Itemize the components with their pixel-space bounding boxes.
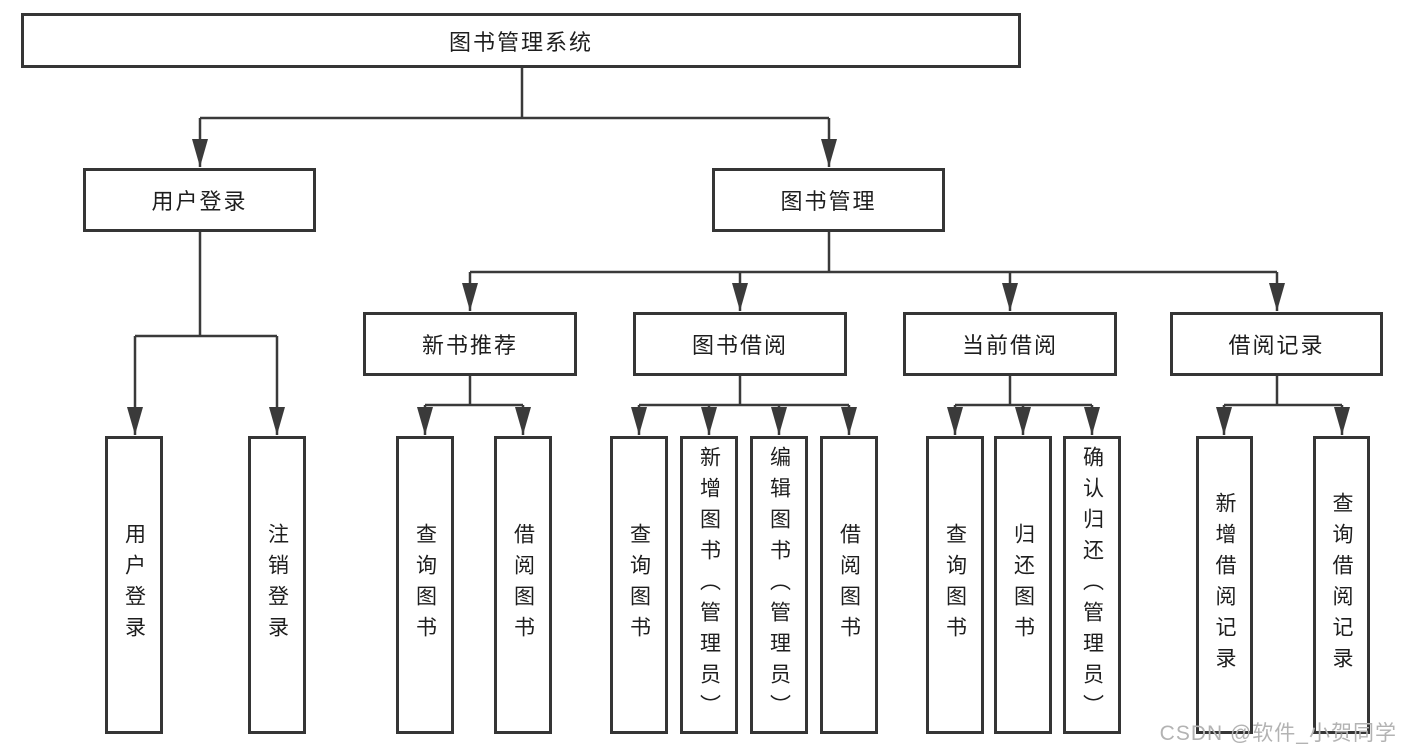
node-current-borrowing-label: 当前借阅 [961, 333, 1058, 358]
leaf-borrow-books-2: 借阅图书 [820, 436, 878, 734]
leaf-user-login: 用户登录 [105, 436, 163, 734]
leaf-query-books-1: 查询图书 [396, 436, 454, 734]
node-user-login-label: 用户登录 [151, 189, 248, 214]
leaf-user-login-label: 用户登录 [122, 523, 146, 647]
node-root: 图书管理系统 [21, 13, 1021, 68]
node-new-book-recommend: 新书推荐 [363, 312, 577, 376]
leaf-query-books-3-label: 查询图书 [943, 523, 967, 647]
node-new-book-recommend-label: 新书推荐 [421, 333, 518, 358]
csdn-watermark: CSDN @软件_小贺同学 [1159, 722, 1397, 745]
node-book-management-label: 图书管理 [780, 189, 877, 214]
leaf-query-books-2-label: 查询图书 [627, 523, 651, 647]
node-borrowing-records-label: 借阅记录 [1228, 333, 1325, 358]
leaf-logout: 注销登录 [248, 436, 306, 734]
leaf-add-book-admin: 新增图书（管理员） [680, 436, 738, 734]
leaf-query-borrow-record: 查询借阅记录 [1313, 436, 1370, 734]
leaf-add-borrow-record: 新增借阅记录 [1196, 436, 1253, 734]
connector-rails [135, 68, 1342, 407]
leaf-confirm-return-admin: 确认归还（管理员） [1063, 436, 1121, 734]
node-book-borrowing: 图书借阅 [633, 312, 847, 376]
node-user-login: 用户登录 [83, 168, 316, 232]
leaf-confirm-return-admin-label: 确认归还（管理员） [1080, 445, 1104, 725]
leaf-query-borrow-record-label: 查询借阅记录 [1330, 492, 1353, 678]
leaf-query-books-1-label: 查询图书 [413, 523, 437, 647]
leaf-logout-label: 注销登录 [265, 523, 289, 647]
leaf-return-book-label: 归还图书 [1011, 523, 1035, 647]
node-book-borrowing-label: 图书借阅 [691, 333, 788, 358]
node-book-management: 图书管理 [712, 168, 945, 232]
leaf-borrow-books-1: 借阅图书 [494, 436, 552, 734]
leaf-add-borrow-record-label: 新增借阅记录 [1213, 492, 1236, 678]
leaf-borrow-books-1-label: 借阅图书 [511, 523, 535, 647]
leaf-add-book-admin-label: 新增图书（管理员） [697, 445, 721, 725]
leaf-edit-book-admin: 编辑图书（管理员） [750, 436, 808, 734]
leaf-edit-book-admin-label: 编辑图书（管理员） [767, 445, 791, 725]
leaf-query-books-2: 查询图书 [610, 436, 668, 734]
leaf-query-books-3: 查询图书 [926, 436, 984, 734]
node-current-borrowing: 当前借阅 [903, 312, 1117, 376]
node-borrowing-records: 借阅记录 [1170, 312, 1383, 376]
leaf-return-book: 归还图书 [994, 436, 1052, 734]
leaf-borrow-books-2-label: 借阅图书 [837, 523, 861, 647]
node-root-label: 图书管理系统 [448, 29, 593, 55]
